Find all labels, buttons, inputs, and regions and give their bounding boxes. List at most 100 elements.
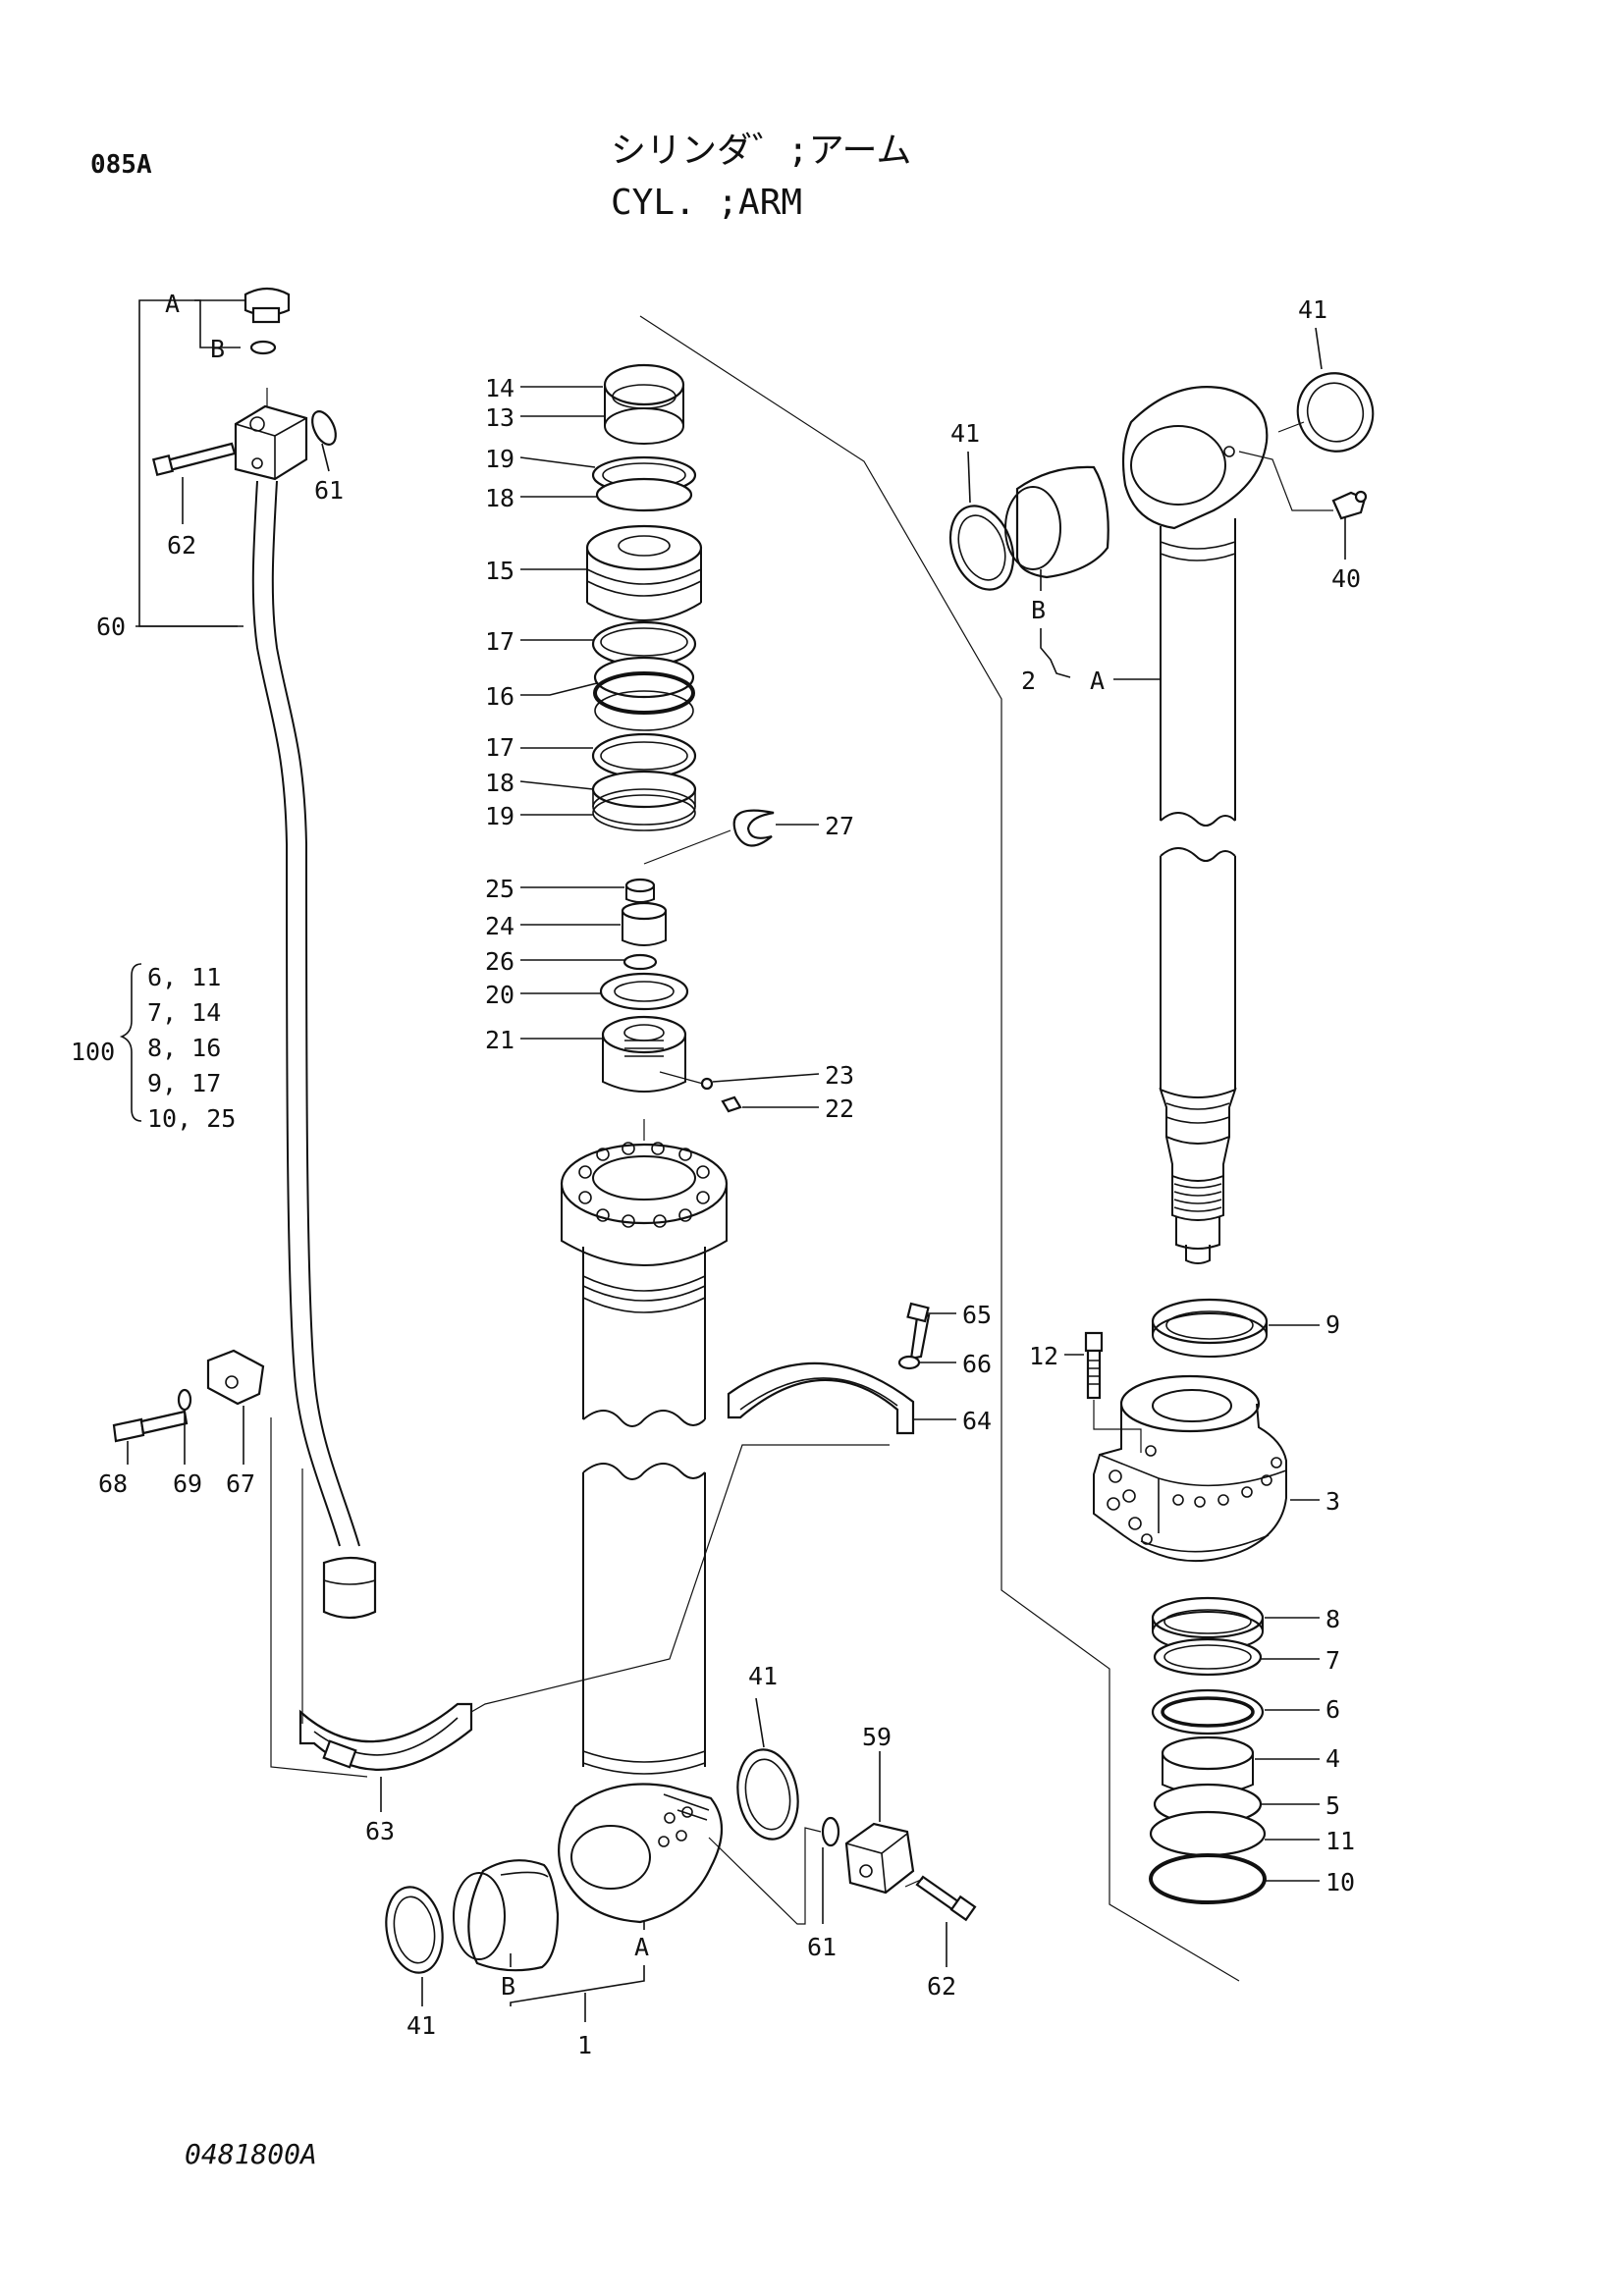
title-english: CYL. ;ARM	[611, 183, 802, 223]
label-8: 8	[1325, 1605, 1340, 1633]
label-65: 65	[962, 1301, 992, 1329]
piston-seal-part	[593, 656, 695, 699]
label-1: 1	[577, 2031, 592, 2059]
kit-row-3: 8, 16	[147, 1034, 221, 1062]
piston-rod-assembly	[948, 372, 1375, 1264]
kit-row-5: 10, 25	[147, 1104, 236, 1133]
label-64: 64	[962, 1407, 992, 1435]
socket-bolt-part	[1084, 1331, 1104, 1353]
label-16: 16	[485, 682, 514, 711]
dust-seal-41-bottom-part	[385, 1886, 444, 1974]
bolt-65-part	[909, 1313, 931, 1361]
label-59: 59	[862, 1723, 892, 1751]
label-67: 67	[226, 1469, 255, 1498]
label-66: 66	[962, 1350, 992, 1378]
o-ring-61-part	[311, 410, 337, 446]
dust-wiper-part	[1151, 1298, 1269, 1345]
kit-row-1: 6, 11	[147, 963, 221, 991]
label-19a: 19	[485, 445, 514, 473]
drawing-number: 0481800A	[185, 2138, 317, 2170]
o-ring-10-part	[1149, 1853, 1267, 1904]
label-21: 21	[485, 1026, 514, 1054]
tube-eye-part	[558, 1783, 723, 1924]
label-62-bottom: 62	[927, 1972, 956, 2001]
label-41-bottom: 41	[406, 2011, 436, 2040]
label-14: 14	[485, 374, 514, 402]
washer-66-part	[897, 1355, 921, 1370]
pipe-clamp-upper-part	[727, 1362, 915, 1435]
elbow-block-part	[234, 404, 308, 481]
label-24: 24	[485, 912, 514, 940]
label-27: 27	[825, 812, 854, 840]
label-B-top: B	[210, 335, 225, 363]
label-63: 63	[365, 1817, 395, 1845]
label-41-rt: 41	[1298, 295, 1327, 324]
label-62-top: 62	[167, 531, 196, 560]
collar-part	[624, 878, 656, 893]
clamp-bands	[270, 1362, 915, 1778]
pipe-clamp-lower-part	[298, 1702, 473, 1771]
kit-row-2: 7, 14	[147, 998, 221, 1027]
label-13: 13	[485, 403, 514, 432]
label-19b: 19	[485, 802, 514, 830]
set-screw-part	[721, 1095, 742, 1113]
label-A-rod: A	[1090, 667, 1105, 695]
o-ring-61-bottom-part	[821, 1816, 840, 1847]
label-26: 26	[485, 947, 514, 976]
label-A-top: A	[165, 290, 180, 318]
bolt-68-part	[112, 1417, 145, 1443]
rod-head-part	[1119, 1374, 1261, 1433]
label-6: 6	[1325, 1695, 1340, 1724]
grease-pipe-assembly	[135, 287, 377, 1620]
steel-ball-part	[700, 1077, 714, 1091]
dust-seal-41-rt-part	[1296, 372, 1375, 453]
label-B-rod: B	[1031, 596, 1046, 624]
rod-bushing-part	[1015, 465, 1109, 579]
label-61-bottom: 61	[807, 1933, 837, 1961]
elbow-59-part	[844, 1822, 915, 1895]
kit-group: 100 6, 11 7, 14 8, 16 9, 17 10, 25	[71, 963, 236, 1133]
snap-ring-part	[732, 809, 775, 847]
label-69: 69	[173, 1469, 202, 1498]
pipe-part	[251, 480, 341, 1547]
bolt-part	[161, 442, 237, 473]
bushing-4-part	[1161, 1735, 1255, 1771]
label-68: 68	[98, 1469, 128, 1498]
label-41-mid: 41	[748, 1662, 778, 1690]
piston-seal-stack	[585, 315, 1240, 1982]
label-12: 12	[1029, 1342, 1058, 1370]
backup-11-part	[1149, 1810, 1267, 1857]
label-18b: 18	[485, 769, 514, 797]
label-61-top: 61	[314, 476, 344, 505]
piston-nut-part	[601, 1015, 687, 1054]
label-15: 15	[485, 557, 514, 585]
washer-69-part	[177, 1388, 192, 1412]
label-7: 7	[1325, 1646, 1340, 1675]
label-41-rl: 41	[950, 419, 980, 448]
label-60: 60	[96, 613, 126, 641]
page-code: 085A	[90, 150, 152, 180]
rod-head-assembly	[1084, 1298, 1287, 1904]
title-japanese: シリンダ゛;アーム	[611, 131, 911, 171]
label-B-bottom: B	[501, 1972, 515, 2001]
label-23: 23	[825, 1061, 854, 1090]
label-11: 11	[1325, 1827, 1355, 1855]
piston-part	[585, 524, 703, 571]
label-A-bottom: A	[634, 1933, 649, 1961]
clamp-mount-parts	[112, 1349, 265, 1443]
label-18a: 18	[485, 484, 514, 512]
o-ring-part	[249, 340, 277, 355]
label-17b: 17	[485, 733, 514, 762]
label-5: 5	[1325, 1791, 1340, 1820]
label-40: 40	[1331, 564, 1361, 593]
pin-bushing-part	[467, 1859, 560, 1972]
label-20: 20	[485, 981, 514, 1009]
label-4: 4	[1325, 1744, 1340, 1773]
dust-seal-41-rl-part	[948, 505, 1015, 591]
cylinder-tube-assembly	[558, 1119, 729, 1924]
label-3: 3	[1325, 1487, 1340, 1516]
rod-eye-part	[1121, 386, 1269, 530]
label-25: 25	[485, 875, 514, 903]
kit-row-4: 9, 17	[147, 1069, 221, 1097]
label-22: 22	[825, 1095, 854, 1123]
